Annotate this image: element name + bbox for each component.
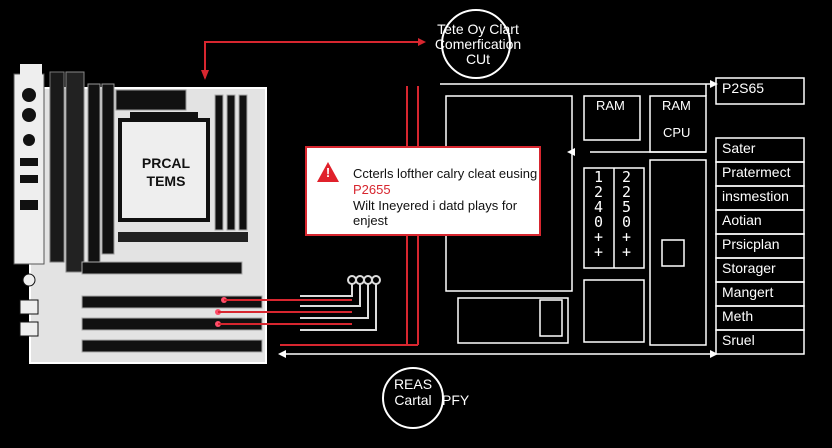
side-item-label: Mangert [722,284,774,300]
side-item-label: Aotian [722,212,762,228]
digit-glyph: 2 [622,183,632,201]
top-label-line2: Comerfication [434,36,522,52]
bottom-label-suffix: PFY [442,392,470,408]
io-port-slot [20,175,38,183]
alert-line4: enjest [353,213,388,228]
arrow-heads [278,80,718,358]
io-port-circle [22,108,36,122]
digit-glyph: + [622,243,632,261]
side-item-label: Sruel [722,332,755,348]
arrow-head [201,70,209,80]
alert-line1: Ccterls lofther calry cleat eusing [353,166,538,181]
rear-io-block [49,71,65,263]
cpu-label: CPU [663,125,691,140]
top-label-line3: CUt [465,51,491,67]
bottom-circle [382,367,444,429]
motherboard [13,64,267,364]
side-item-label: Sater [722,140,756,156]
io-port-slot [19,321,39,337]
red-line-top [204,41,418,78]
io-bracket-tab [20,64,42,78]
ram-right-label: RAM [662,98,691,113]
block-diagram [280,77,805,355]
digit-glyph: 2 [594,183,604,201]
board-chip-label: PRCAL TEMS [140,154,192,190]
side-item-label: Prsicplan [722,236,780,252]
digit-glyph: 0 [594,213,604,231]
side-item-label: insmestion [722,188,789,204]
io-port-slot [19,299,39,315]
socket-clip [130,112,198,122]
top-label-line1: Tete Oy Clart [437,21,519,37]
lower-block-slot [539,299,563,337]
alert-box: ! Ccterls lofther calry cleat eusing P26… [305,146,541,236]
io-bracket [13,73,45,265]
chipset-strip [118,232,248,242]
digit-glyph: 5 [622,198,632,216]
io-port-slot [20,200,38,210]
heatsink [87,83,187,265]
io-port-circle [22,273,36,287]
side-item-label: Meth [722,308,754,324]
bottom-label-line1: REAS [393,376,433,392]
digit-glyph: + [594,243,604,261]
digit-glyph: + [594,228,604,246]
alert-line3: Wilt Ineyered i datd plays for [353,198,518,213]
top-circle [441,9,511,79]
io-port-slot [20,158,38,166]
digit-glyph: + [622,228,632,246]
side-item-label: P2S65 [722,80,765,96]
board-label-line1: PRCAL [141,155,191,171]
board-label-line2: TEMS [146,173,186,189]
digit-glyph: 4 [594,198,604,216]
rear-io-block [65,71,85,273]
top-circle-label: Tete Oy Clart Comerfication CUt [430,22,526,67]
warning-triangle-icon [317,162,339,182]
side-item-label: Storager [722,260,776,276]
ram-box-left [583,95,641,141]
bottom-label-line2: Cartal [394,392,432,408]
io-port-circle [23,134,35,146]
digit-glyph: 0 [622,213,632,231]
ram-slots [214,94,248,231]
right-column-slot [661,239,685,267]
side-item-label: Pratermect [722,164,791,180]
io-port-circle [22,88,36,102]
arrow-head [418,38,426,46]
cable-bundle [300,275,381,331]
digit-glyph: 2 [622,168,632,186]
ram-left-label: RAM [596,98,625,113]
lower-block-mid [583,279,645,343]
side-item-boxes [715,77,805,355]
bottom-circle-label: REAS Cartal [384,376,442,408]
digit-glyph: 1 [594,168,604,186]
cpu-socket [118,118,210,222]
warning-exclamation: ! [325,165,331,180]
alert-line2: P2655 [353,182,391,197]
right-column-block [649,159,707,346]
lower-block-left [457,297,569,344]
pcie-slots [81,261,263,353]
